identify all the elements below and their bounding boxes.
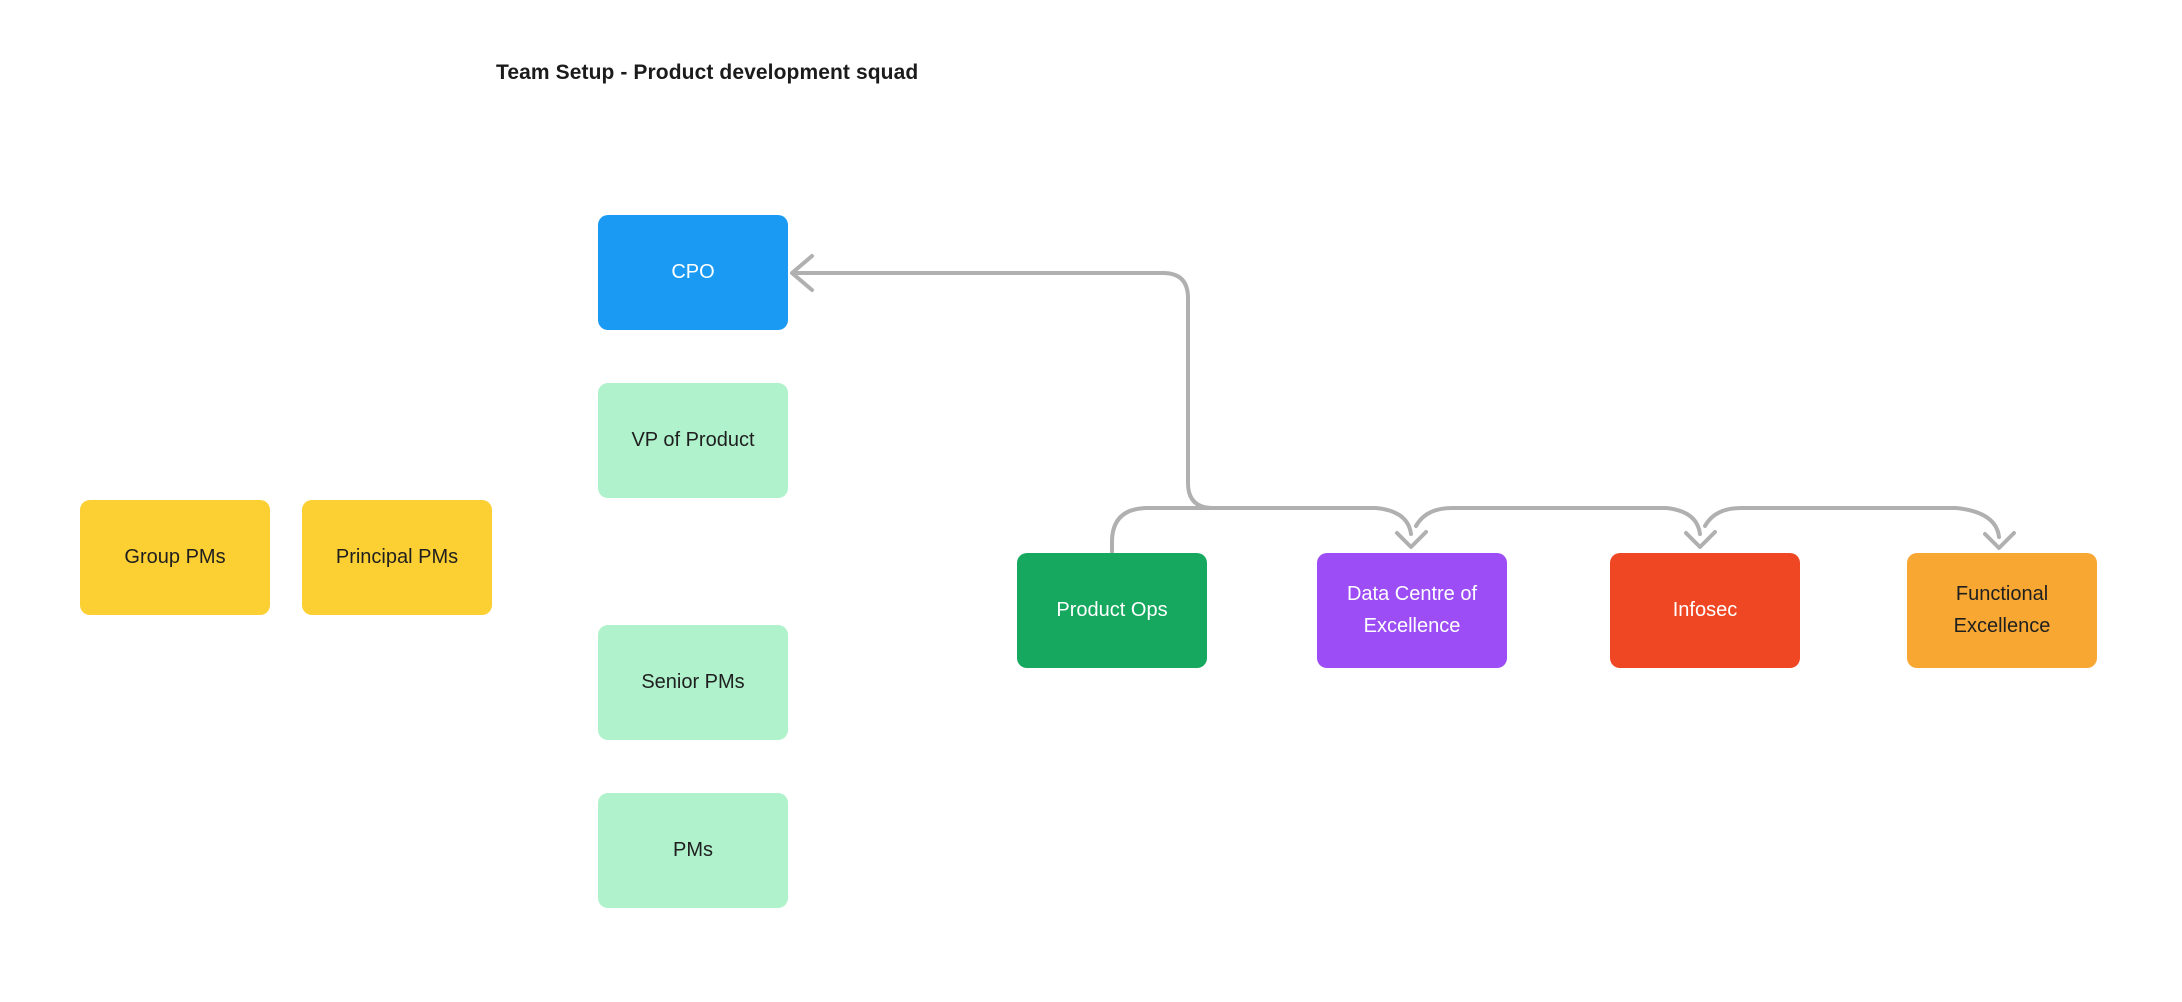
connector-branch-infosec[interactable] <box>1414 506 1702 536</box>
node-functional-excellence[interactable]: Functional Excellence <box>1907 553 2097 668</box>
node-vp-of-product[interactable]: VP of Product <box>598 383 788 498</box>
node-label: Functional Excellence <box>1953 582 2051 637</box>
node-label: Group PMs <box>124 545 226 568</box>
arrowhead-into-data-centre-icon <box>1395 530 1428 549</box>
connector-trunk-to-cpo[interactable] <box>792 271 1215 510</box>
node-label: Principal PMs <box>335 545 459 568</box>
node-label: PMs <box>673 838 713 861</box>
node-cpo[interactable]: CPO <box>598 215 788 330</box>
node-infosec[interactable]: Infosec <box>1610 553 1800 668</box>
node-label: Infosec <box>1672 598 1738 621</box>
connector-branch-product-ops[interactable] <box>1110 506 1215 554</box>
node-label: VP of Product <box>631 428 755 451</box>
node-label: Product Ops <box>1056 598 1168 621</box>
arrowhead-into-cpo-icon <box>790 254 814 292</box>
connector-branch-data-centre[interactable] <box>1211 506 1413 536</box>
node-principal-pms[interactable]: Principal PMs <box>302 500 492 615</box>
diagram-title: Team Setup - Product development squad <box>496 61 919 84</box>
node-label: Senior PMs <box>641 670 745 693</box>
node-product-ops[interactable]: Product Ops <box>1017 553 1207 668</box>
node-label: Data Centre of Excellence <box>1346 582 1478 637</box>
node-data-centre-of-excellence[interactable]: Data Centre of Excellence <box>1317 553 1507 668</box>
node-senior-pms[interactable]: Senior PMs <box>598 625 788 740</box>
arrowhead-into-infosec-icon <box>1684 530 1717 549</box>
node-group-pms[interactable]: Group PMs <box>80 500 270 615</box>
arrowhead-into-functional-excellence-icon <box>1983 531 2016 550</box>
node-label: CPO <box>671 260 715 283</box>
connector-branch-functional-excellence[interactable] <box>1703 506 2001 539</box>
node-pms[interactable]: PMs <box>598 793 788 908</box>
